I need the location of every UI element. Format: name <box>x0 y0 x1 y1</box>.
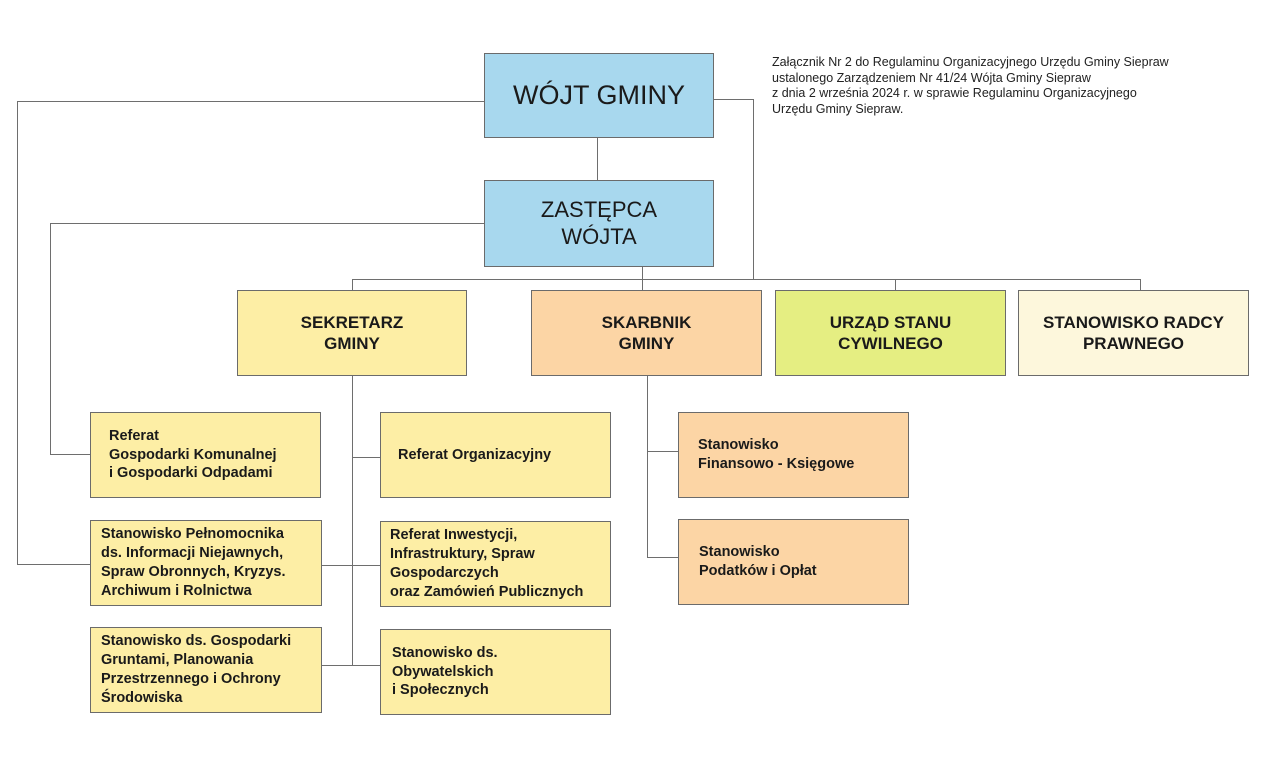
connector-level2-bus <box>352 279 1141 280</box>
connector-to-finansowe <box>647 451 679 452</box>
zastepca-label: ZASTĘPCA WÓJTA <box>540 197 658 249</box>
box-pelnomocnik: Stanowisko Pełnomocnika ds. Informacji N… <box>90 520 322 606</box>
box-radca-prawny: STANOWISKO RADCY PRAWNEGO <box>1018 290 1249 376</box>
connector-to-gosp-komunalna <box>50 454 91 455</box>
obywatelskie-label: Stanowisko ds. Obywatelskich i Społeczny… <box>392 644 498 699</box>
connector-left-vertical-outer <box>17 101 18 564</box>
connector-zastepca-left <box>50 223 484 224</box>
connector-left-vertical-inner <box>50 223 51 454</box>
pelnomocnik-label: Stanowisko Pełnomocnika ds. Informacji N… <box>101 526 286 599</box>
connector-bus-usc <box>895 279 896 291</box>
finansowe-label: Stanowisko Finansowo - Księgowe <box>698 437 855 472</box>
box-sprawy-obywatelskie: Stanowisko ds. Obywatelskich i Społeczny… <box>380 629 611 715</box>
connector-sekretarz-vertical <box>352 376 353 665</box>
box-zastepca-wojta: ZASTĘPCA WÓJTA <box>484 180 714 267</box>
annex-note: Załącznik Nr 2 do Regulaminu Organizacyj… <box>772 55 1169 116</box>
inwestycje-label: Referat Inwestycji, Infrastruktury, Spra… <box>390 527 584 600</box>
connector-to-pelnomocnik <box>17 564 91 565</box>
gospodarka-komunalna-label: Referat Gospodarki Komunalnej i Gospodar… <box>109 427 277 482</box>
connector-grunty-obywatelskie <box>322 665 381 666</box>
box-podatki-i-oplaty: Stanowisko Podatków i Opłat <box>678 519 909 605</box>
connector-bus-radca <box>1140 279 1141 291</box>
connector-right-vertical <box>753 99 754 279</box>
usc-label: URZĄD STANU CYWILNEGO <box>829 312 952 353</box>
box-gospodarka-komunalna: Referat Gospodarki Komunalnej i Gospodar… <box>90 412 321 498</box>
box-urzad-stanu-cywilnego: URZĄD STANU CYWILNEGO <box>775 290 1006 376</box>
box-referat-inwestycji: Referat Inwestycji, Infrastruktury, Spra… <box>380 521 611 607</box>
connector-skarbnik-vertical <box>647 376 648 557</box>
sekretarz-label: SEKRETARZ GMINY <box>300 312 404 353</box>
connector-to-organizacyjny <box>352 457 381 458</box>
organizacyjny-label: Referat Organizacyjny <box>398 446 552 463</box>
connector-wojt-right <box>714 99 753 100</box>
box-sekretarz-gminy: SEKRETARZ GMINY <box>237 290 467 376</box>
box-skarbnik-gminy: SKARBNIK GMINY <box>531 290 762 376</box>
grunty-label: Stanowisko ds. Gospodarki Gruntami, Plan… <box>101 633 292 706</box>
connector-bus-skarbnik <box>642 266 643 291</box>
wojt-label: WÓJT GMINY <box>513 79 685 110</box>
podatki-label: Stanowisko Podatków i Opłat <box>699 544 817 579</box>
box-finansowo-ksiegowe: Stanowisko Finansowo - Księgowe <box>678 412 909 498</box>
connector-to-podatki <box>647 557 679 558</box>
connector-bus-sekretarz <box>352 279 353 291</box>
connector-pelnomocnik-inwestycje <box>322 565 381 566</box>
radca-label: STANOWISKO RADCY PRAWNEGO <box>1042 312 1224 353</box>
connector-wojt-left <box>17 101 484 102</box>
skarbnik-label: SKARBNIK GMINY <box>601 312 692 353</box>
connector-wojt-zastepca <box>597 138 598 180</box>
box-referat-organizacyjny: Referat Organizacyjny <box>380 412 611 498</box>
box-gospodarka-gruntami: Stanowisko ds. Gospodarki Gruntami, Plan… <box>90 627 322 713</box>
box-wojt-gminy: WÓJT GMINY <box>484 53 714 138</box>
